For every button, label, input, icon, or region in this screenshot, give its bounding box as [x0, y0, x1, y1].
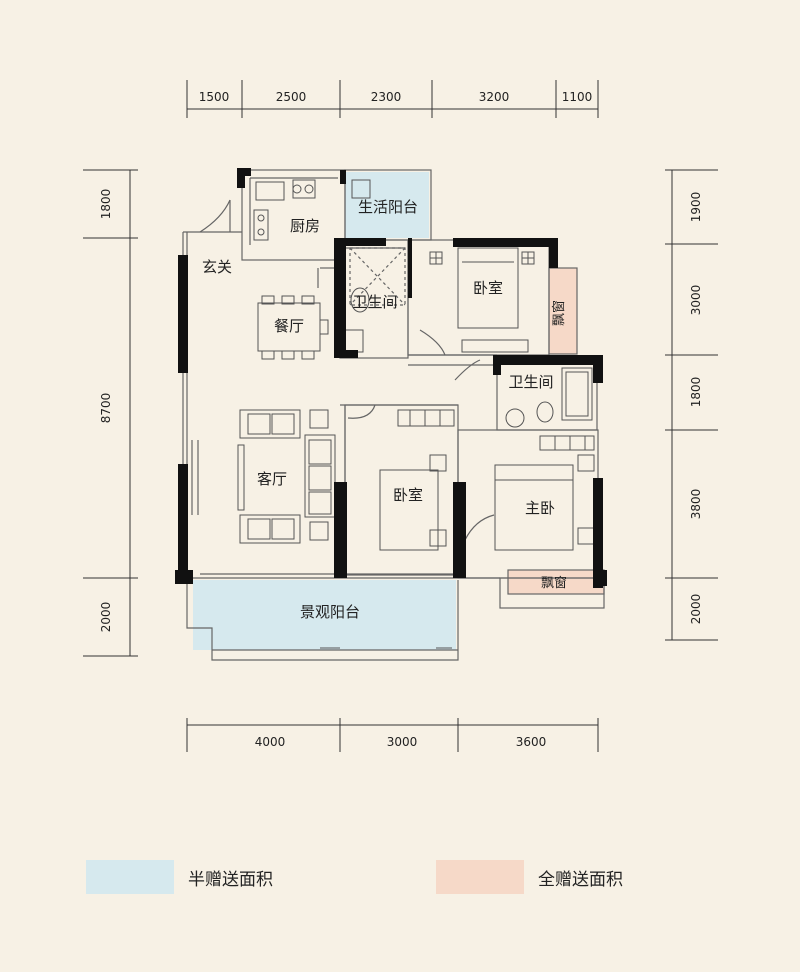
room-living-label: 客厅	[257, 470, 287, 488]
dim-left-1: 1800	[99, 189, 113, 220]
dim-right-1: 1900	[689, 192, 703, 223]
dim-bottom-2: 3000	[387, 735, 418, 749]
room-bay-window-1-label: 飘窗	[551, 300, 567, 326]
room-bay-window-2-label: 飘窗	[541, 575, 567, 591]
dim-top-3: 2300	[371, 90, 402, 104]
legend-swatch-full	[436, 860, 524, 894]
room-bedroom-1-label: 卧室	[473, 279, 503, 297]
room-bathroom-2-label: 卫生间	[508, 373, 553, 391]
dim-bottom-3: 3600	[516, 735, 547, 749]
bay-window-2-area	[508, 570, 604, 594]
thick-walls	[175, 168, 607, 588]
room-view-balcony-label: 景观阳台	[300, 603, 360, 621]
dim-top-4: 3200	[479, 90, 510, 104]
legend-label-full: 全赠送面积	[538, 869, 623, 890]
dim-bottom-1: 4000	[255, 735, 286, 749]
dim-right-3: 1800	[689, 377, 703, 408]
dim-right-5: 2000	[689, 594, 703, 625]
dimension-lines	[83, 80, 718, 752]
dim-top-5: 1100	[562, 90, 593, 104]
furniture	[237, 179, 595, 649]
room-utility-balcony-label: 生活阳台	[358, 198, 418, 216]
room-entrance-label: 玄关	[202, 258, 232, 276]
legend-half-gift: 半赠送面积	[86, 860, 273, 894]
legend-full-gift: 全赠送面积	[436, 860, 623, 894]
dim-right-2: 3000	[689, 285, 703, 316]
room-kitchen-label: 厨房	[290, 217, 320, 235]
dim-top-2: 2500	[276, 90, 307, 104]
room-bedroom-2-label: 卧室	[393, 486, 423, 504]
dim-right-4: 3800	[689, 489, 703, 520]
room-bathroom-1-label: 卫生间	[352, 293, 397, 311]
dim-left-2: 8700	[99, 393, 113, 424]
legend-label-half: 半赠送面积	[188, 869, 273, 890]
legend-swatch-half	[86, 860, 174, 894]
utility-balcony-area	[345, 172, 429, 238]
dim-top-1: 1500	[199, 90, 230, 104]
bay-window-1-area	[549, 268, 577, 354]
room-master-bedroom-label: 主卧	[525, 499, 555, 517]
dim-left-3: 2000	[99, 602, 113, 633]
room-dining-label: 餐厅	[274, 317, 304, 335]
view-balcony-area	[193, 580, 456, 650]
